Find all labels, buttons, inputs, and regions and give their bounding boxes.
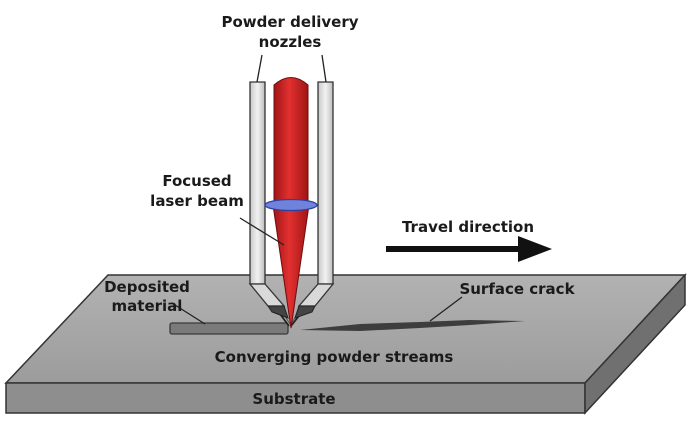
focusing-lens — [264, 198, 318, 212]
surface-crack — [300, 320, 525, 331]
nozzles-leader-left — [256, 54, 263, 83]
deposited-label-line1: Deposited — [104, 278, 190, 296]
nozzles-leader-right — [321, 54, 327, 83]
substrate-side-face — [584, 273, 686, 415]
laser-label-line1: Focused — [162, 172, 231, 190]
deposited-material-bead — [169, 322, 289, 335]
travel-direction-arrow — [386, 236, 552, 262]
deposited-label-line2: material — [112, 297, 183, 315]
laser-beam — [272, 77, 310, 329]
laser-label-line2: laser beam — [150, 192, 244, 210]
surface-crack-leader — [429, 296, 463, 322]
left-powder-nozzle — [248, 81, 289, 319]
substrate-label: Substrate — [252, 390, 335, 408]
laser-beam-leader — [239, 217, 285, 246]
powder-streams-label: Converging powder streams — [215, 348, 454, 366]
surface-crack-label: Surface crack — [459, 280, 575, 298]
nozzles-label-line2: nozzles — [259, 33, 322, 51]
travel-direction-label: Travel direction — [402, 218, 534, 236]
right-powder-nozzle — [294, 81, 335, 319]
deposited-material-leader — [174, 304, 206, 325]
nozzles-label-line1: Powder delivery — [221, 13, 358, 31]
